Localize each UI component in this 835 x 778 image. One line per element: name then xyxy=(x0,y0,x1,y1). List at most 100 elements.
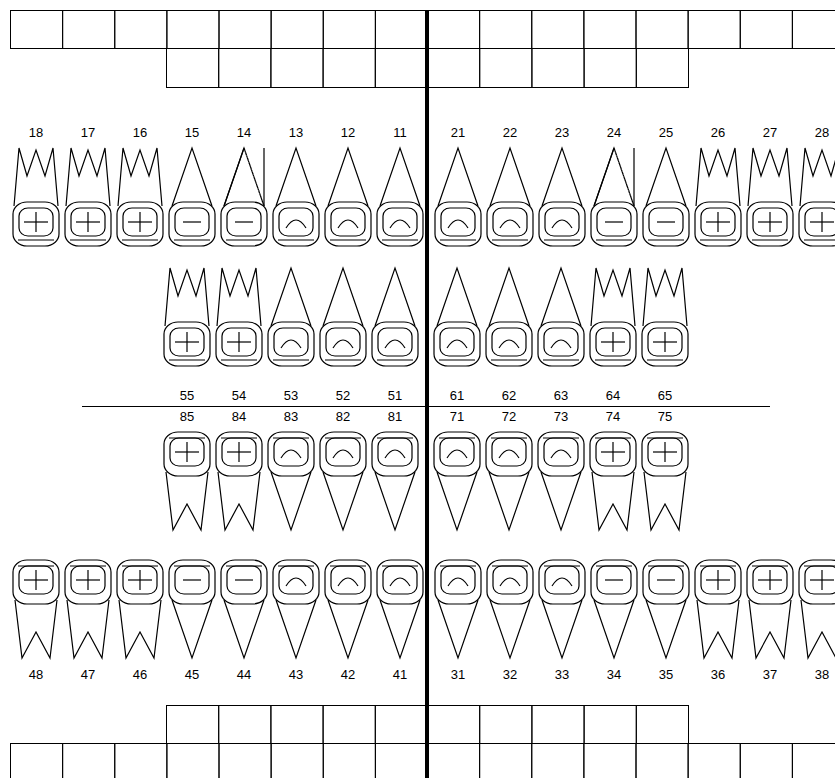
occlusal-surface xyxy=(596,438,630,466)
chart-cell xyxy=(375,49,427,88)
occlusal-surface xyxy=(701,566,735,594)
tooth-root xyxy=(633,148,634,206)
teeth xyxy=(13,148,835,658)
tooth-root xyxy=(541,268,581,326)
tooth-figure xyxy=(13,560,59,658)
midline xyxy=(425,10,429,778)
tooth-number: 46 xyxy=(133,668,147,682)
tooth-root xyxy=(697,600,739,658)
tooth-root xyxy=(224,600,264,658)
tooth-crown xyxy=(695,202,741,246)
occlusal-surface xyxy=(378,328,412,356)
tooth-figure xyxy=(221,148,267,246)
tooth-root xyxy=(490,148,530,206)
tooth-number: 72 xyxy=(502,410,516,424)
crown-collar xyxy=(226,239,262,240)
incisal-edge xyxy=(500,578,520,586)
chart-cell xyxy=(115,744,167,778)
fissure xyxy=(664,332,665,352)
crown-collar xyxy=(122,565,158,566)
tooth-crown xyxy=(117,560,163,604)
occlusal-surface xyxy=(222,328,256,356)
tooth-crown xyxy=(538,432,584,476)
tooth-crown xyxy=(539,202,585,246)
tooth-crown xyxy=(169,202,215,246)
tooth-root xyxy=(14,148,58,206)
tooth-number: 43 xyxy=(289,668,303,682)
tooth-root xyxy=(67,600,109,658)
chart-cell xyxy=(375,706,427,744)
crown-collar xyxy=(647,359,683,360)
chart-cell xyxy=(219,706,271,744)
tooth-root xyxy=(437,268,477,326)
fissure xyxy=(235,579,253,580)
tooth-root xyxy=(217,268,261,326)
tooth-number: 28 xyxy=(815,126,829,140)
crown-collar xyxy=(492,565,528,566)
occlusal-surface xyxy=(222,438,256,466)
tooth-crown xyxy=(216,432,262,476)
tooth-root xyxy=(541,472,581,530)
fissure xyxy=(183,579,201,580)
crown-collar xyxy=(169,437,205,438)
incisal-edge xyxy=(551,450,571,458)
occlusal-surface xyxy=(274,438,308,466)
tooth-root xyxy=(323,268,363,326)
tooth-number: 82 xyxy=(336,410,350,424)
chart-cell xyxy=(428,49,480,88)
chart-cell xyxy=(584,11,636,49)
tooth-figure xyxy=(164,268,210,366)
tooth-figure xyxy=(164,432,210,530)
tooth-number: 47 xyxy=(81,668,95,682)
incisal-edge xyxy=(286,220,306,228)
chart-cell xyxy=(480,706,532,744)
crown-collar xyxy=(226,565,262,566)
occlusal-surface xyxy=(544,438,578,466)
tooth-crown xyxy=(216,322,262,366)
occlusal-surface xyxy=(492,438,526,466)
fissure xyxy=(717,570,718,590)
tooth-figure xyxy=(117,560,163,658)
crown-collar xyxy=(377,437,413,438)
tooth-number: 15 xyxy=(185,126,199,140)
tooth-figure xyxy=(435,148,481,246)
crown-collar xyxy=(122,239,158,240)
tooth-number: 84 xyxy=(232,410,246,424)
tooth-figure xyxy=(377,560,423,658)
occlusal-surface xyxy=(383,566,417,594)
occlusal-surface xyxy=(331,208,365,236)
tooth-crown xyxy=(799,202,835,246)
incisal-edge xyxy=(551,340,571,348)
tooth-number: 21 xyxy=(451,126,465,140)
incisal-edge xyxy=(499,340,519,348)
tooth-crown xyxy=(591,202,637,246)
tooth-crown xyxy=(372,322,418,366)
crown-collar xyxy=(382,565,418,566)
chart-cell xyxy=(428,11,480,49)
tooth-figure xyxy=(273,560,319,658)
fissure xyxy=(717,212,718,232)
occlusal-surface xyxy=(441,208,475,236)
crown-collar xyxy=(440,565,476,566)
chart-cell xyxy=(323,49,375,88)
crown-collar xyxy=(700,565,736,566)
incisal-edge xyxy=(447,340,467,348)
occlusal-surface xyxy=(648,438,682,466)
tooth-number: 38 xyxy=(815,668,829,682)
incisal-edge xyxy=(333,340,353,348)
incisal-edge xyxy=(499,450,519,458)
tooth-number: 54 xyxy=(232,389,246,403)
incisal-edge xyxy=(390,220,410,228)
fissure xyxy=(612,332,613,352)
occlusal-surface xyxy=(123,208,157,236)
chart-boxes xyxy=(11,11,835,778)
tooth-figure xyxy=(643,148,689,246)
tooth-root xyxy=(643,268,687,326)
tooth-number: 36 xyxy=(711,668,725,682)
chart-cell xyxy=(167,49,219,88)
occlusal-surface xyxy=(753,566,787,594)
incisal-edge xyxy=(448,578,468,586)
tooth-figure xyxy=(169,560,215,658)
